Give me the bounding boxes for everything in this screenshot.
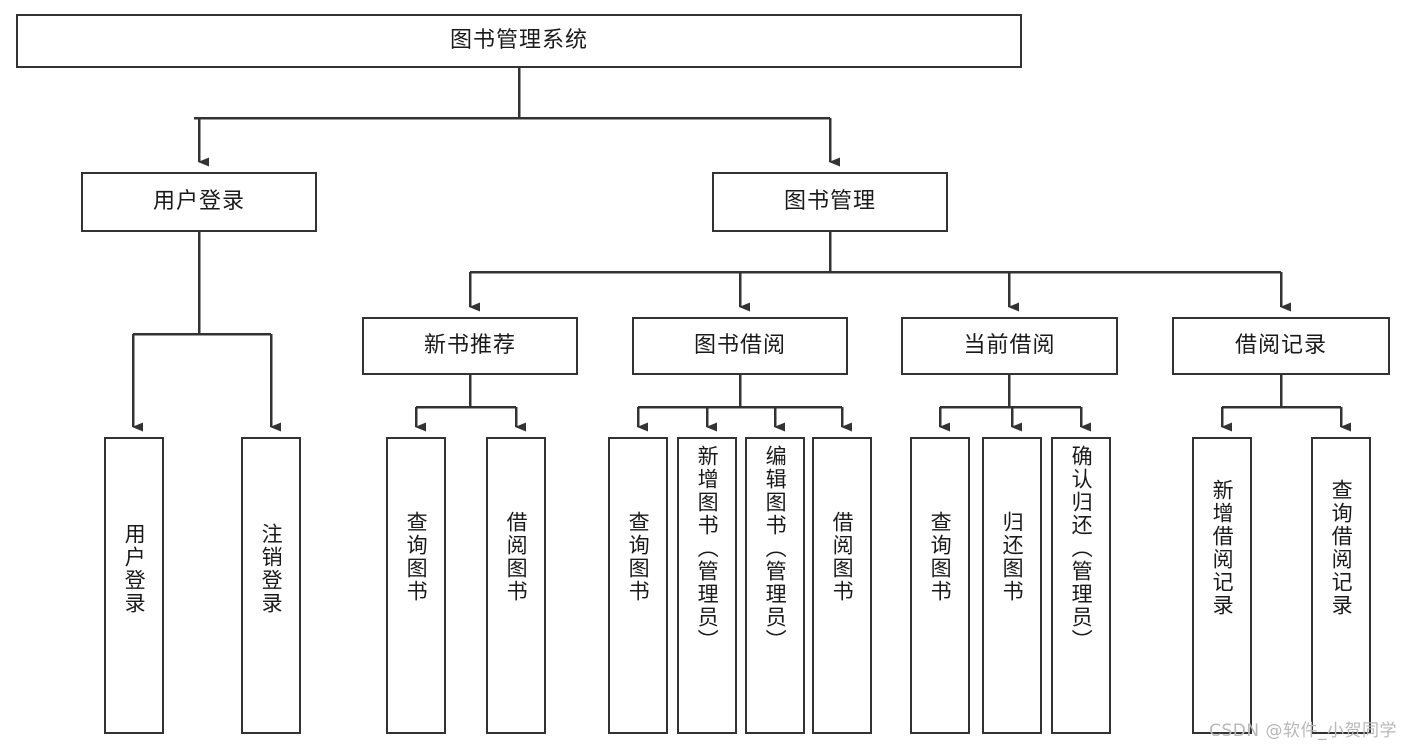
node-current-borrow[interactable]: 当前借阅 [901, 317, 1118, 375]
node-user-login[interactable]: 用户登录 [81, 172, 317, 232]
node-leaf-query-book-2[interactable]: 查询图书 [608, 437, 668, 734]
node-leaf-confirm-return[interactable]: 确认归还（管理员） [1051, 437, 1111, 734]
node-root-label: 图书管理系统 [449, 27, 588, 53]
node-leaf-add-borrow-record-label: 新增借阅记录 [1210, 479, 1235, 617]
node-leaf-query-book-2-label: 查询图书 [626, 511, 651, 603]
node-book-borrow-label: 图书借阅 [693, 332, 786, 358]
node-leaf-borrow-book-1-label: 借阅图书 [504, 511, 529, 603]
node-user-login-label: 用户登录 [152, 188, 245, 214]
node-new-book-recommend-label: 新书推荐 [423, 332, 516, 358]
node-leaf-query-book-1[interactable]: 查询图书 [386, 437, 446, 734]
node-book-borrow[interactable]: 图书借阅 [632, 317, 848, 375]
node-leaf-query-book-3[interactable]: 查询图书 [910, 437, 970, 734]
node-borrow-record[interactable]: 借阅记录 [1172, 317, 1390, 375]
node-new-book-recommend[interactable]: 新书推荐 [362, 317, 578, 375]
node-leaf-add-book[interactable]: 新增图书（管理员） [677, 437, 737, 734]
node-leaf-user-login[interactable]: 用户登录 [104, 437, 164, 734]
node-leaf-user-login-label: 用户登录 [122, 523, 147, 615]
node-leaf-query-book-3-label: 查询图书 [928, 511, 953, 603]
node-leaf-confirm-return-label: 确认归还（管理员） [1069, 445, 1094, 652]
csdn-watermark: CSDN @软件_小贺同学 [1209, 721, 1397, 741]
node-root[interactable]: 图书管理系统 [16, 14, 1022, 68]
node-leaf-return-book-label: 归还图书 [1000, 511, 1025, 603]
node-leaf-query-borrow-record-label: 查询借阅记录 [1329, 479, 1354, 617]
node-leaf-return-book[interactable]: 归还图书 [982, 437, 1042, 734]
node-leaf-query-borrow-record[interactable]: 查询借阅记录 [1311, 437, 1371, 734]
node-leaf-query-book-1-label: 查询图书 [404, 511, 429, 603]
node-leaf-borrow-book-1[interactable]: 借阅图书 [486, 437, 546, 734]
node-leaf-borrow-book-2[interactable]: 借阅图书 [812, 437, 872, 734]
node-current-borrow-label: 当前借阅 [963, 332, 1056, 358]
node-book-manage[interactable]: 图书管理 [712, 172, 948, 232]
node-leaf-user-logout[interactable]: 注销登录 [241, 437, 301, 734]
node-book-manage-label: 图书管理 [783, 188, 876, 214]
node-leaf-borrow-book-2-label: 借阅图书 [830, 511, 855, 603]
node-leaf-add-borrow-record[interactable]: 新增借阅记录 [1192, 437, 1252, 734]
node-leaf-edit-book-label: 编辑图书（管理员） [763, 445, 788, 652]
node-leaf-add-book-label: 新增图书（管理员） [695, 445, 720, 652]
node-leaf-user-logout-label: 注销登录 [259, 523, 284, 615]
node-borrow-record-label: 借阅记录 [1234, 332, 1327, 358]
node-leaf-edit-book[interactable]: 编辑图书（管理员） [745, 437, 805, 734]
